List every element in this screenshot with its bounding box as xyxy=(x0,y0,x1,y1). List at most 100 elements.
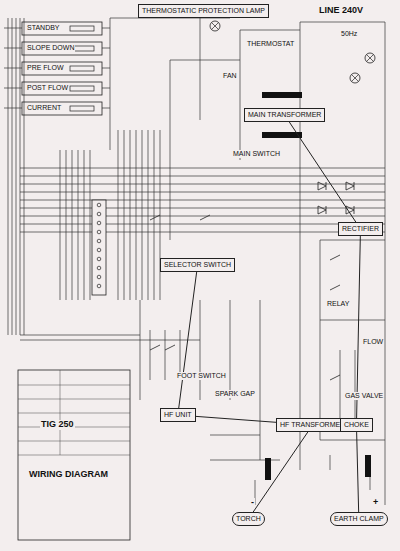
title-block xyxy=(18,370,130,540)
lamp-symbol xyxy=(210,21,220,31)
wire xyxy=(102,88,110,89)
terminal-pin xyxy=(97,266,101,270)
wire xyxy=(300,22,301,470)
wiring-label: SLOPE DOWN xyxy=(26,44,75,52)
potentiometer-symbol xyxy=(22,82,102,95)
wire xyxy=(4,48,22,49)
wiring-label: PRE FLOW xyxy=(26,64,65,72)
lamp-cross xyxy=(212,23,219,30)
wire xyxy=(240,30,241,160)
wiring-label: POST FLOW xyxy=(26,84,69,92)
wiring-label: CURRENT xyxy=(26,104,62,112)
terminal-pin xyxy=(97,230,101,234)
potentiometer-symbol xyxy=(22,42,102,55)
terminal-pin xyxy=(97,257,101,261)
diode-symbol xyxy=(318,206,326,214)
terminal-pin xyxy=(97,212,101,216)
wire xyxy=(78,150,79,300)
wiring-label: TIG 250 xyxy=(40,420,75,430)
wiring-label: GAS VALVE xyxy=(344,392,384,400)
wire xyxy=(320,320,385,321)
potentiometer-symbol xyxy=(22,102,102,115)
component-box: HF TRANSFORMER xyxy=(276,418,349,432)
wiring-label: STANDBY xyxy=(26,24,61,32)
wire xyxy=(385,22,386,470)
wire xyxy=(12,18,13,335)
transformer-core xyxy=(262,92,302,98)
wire xyxy=(170,60,240,61)
component-name: THERMOSTATIC PROTECTION LAMP xyxy=(142,7,265,15)
wire xyxy=(118,130,119,300)
switch-contact xyxy=(150,345,160,350)
title-block-rule xyxy=(18,399,130,400)
wire xyxy=(20,208,385,209)
wire xyxy=(20,340,200,341)
connector-wire xyxy=(253,432,308,512)
diode-symbol xyxy=(346,182,354,190)
wiring-label: FLOW xyxy=(362,338,384,346)
wiring-label: THERMOSTAT xyxy=(246,40,295,48)
component-box: RECTIFIER xyxy=(338,222,383,236)
component-name: HF TRANSFORMER xyxy=(280,421,345,429)
component-name: HF UNIT xyxy=(164,411,192,419)
terminal-pin xyxy=(97,203,101,207)
wire xyxy=(20,216,385,217)
wire xyxy=(200,18,201,120)
terminal-pin xyxy=(97,239,101,243)
wire xyxy=(102,108,110,109)
transformer-core xyxy=(365,455,371,477)
wire xyxy=(150,330,151,380)
wire xyxy=(320,240,321,440)
wire xyxy=(72,150,73,300)
wire xyxy=(210,435,260,436)
wire xyxy=(20,176,385,177)
wiring-label: 50Hz xyxy=(340,30,358,38)
wire xyxy=(320,240,385,241)
component-name: RECTIFIER xyxy=(342,225,379,233)
wire xyxy=(170,60,171,240)
title-block-rule xyxy=(18,385,130,386)
lamp-symbol xyxy=(365,53,375,63)
component-box: HF UNIT xyxy=(160,408,196,422)
terminal-pin xyxy=(97,221,101,225)
wire xyxy=(110,18,111,150)
wiring-label: + xyxy=(372,498,379,508)
wire xyxy=(102,68,110,69)
wire xyxy=(165,330,166,380)
wiring-label: MAIN SWITCH xyxy=(232,150,281,158)
wire xyxy=(124,130,125,300)
terminal-strip xyxy=(92,200,106,295)
wire xyxy=(4,88,22,89)
wiring-label: RELAY xyxy=(326,300,350,308)
wire xyxy=(90,150,91,300)
wiring-label: SPARK GAP xyxy=(214,390,256,398)
connector-wire xyxy=(357,236,361,418)
switch-contact xyxy=(330,375,340,380)
wire xyxy=(240,30,300,31)
wire xyxy=(24,18,25,335)
wire xyxy=(4,68,22,69)
wire xyxy=(230,300,231,400)
wire xyxy=(140,300,141,400)
wire xyxy=(136,130,137,300)
component-name: EARTH CLAMP xyxy=(334,515,384,523)
wiring-label: FOOT SWITCH xyxy=(176,372,227,380)
wire xyxy=(20,335,140,336)
component-box: TORCH xyxy=(232,512,265,526)
component-box: MAIN TRANSFORMER xyxy=(244,108,325,122)
wire xyxy=(148,130,149,300)
connector-wire xyxy=(289,122,355,222)
wire xyxy=(66,150,67,300)
title-block-rule xyxy=(18,441,130,442)
switch-contact xyxy=(150,215,160,220)
component-box: THERMOSTATIC PROTECTION LAMP xyxy=(138,4,269,18)
wire xyxy=(20,18,21,335)
lamp-symbol xyxy=(350,73,360,83)
wire xyxy=(20,200,385,201)
wire xyxy=(300,22,385,23)
wire xyxy=(142,130,143,300)
drawing-title: WIRING DIAGRAM xyxy=(28,470,109,480)
title-block-rule xyxy=(60,370,61,455)
